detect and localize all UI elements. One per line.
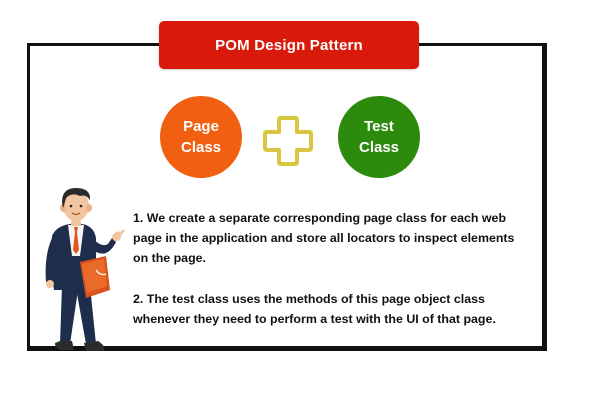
description-text: 1. We create a separate corresponding pa… xyxy=(133,208,533,350)
page-class-label-line2: Class xyxy=(180,139,222,156)
test-class-label-line2: Class xyxy=(358,139,400,156)
page-class-circle: Page Class xyxy=(160,96,242,178)
businessman-illustration xyxy=(45,188,125,351)
plus-icon xyxy=(263,116,313,166)
test-class-label-line1: Test xyxy=(364,118,394,135)
point-1: 1. We create a separate corresponding pa… xyxy=(133,211,515,265)
page-title: POM Design Pattern xyxy=(215,36,363,54)
title-banner: POM Design Pattern xyxy=(159,21,419,69)
test-class-circle: Test Class xyxy=(338,96,420,178)
content-frame xyxy=(27,43,547,351)
page-class-label-line1: Page xyxy=(183,118,219,135)
point-2: 2. The test class uses the methods of th… xyxy=(133,292,496,326)
